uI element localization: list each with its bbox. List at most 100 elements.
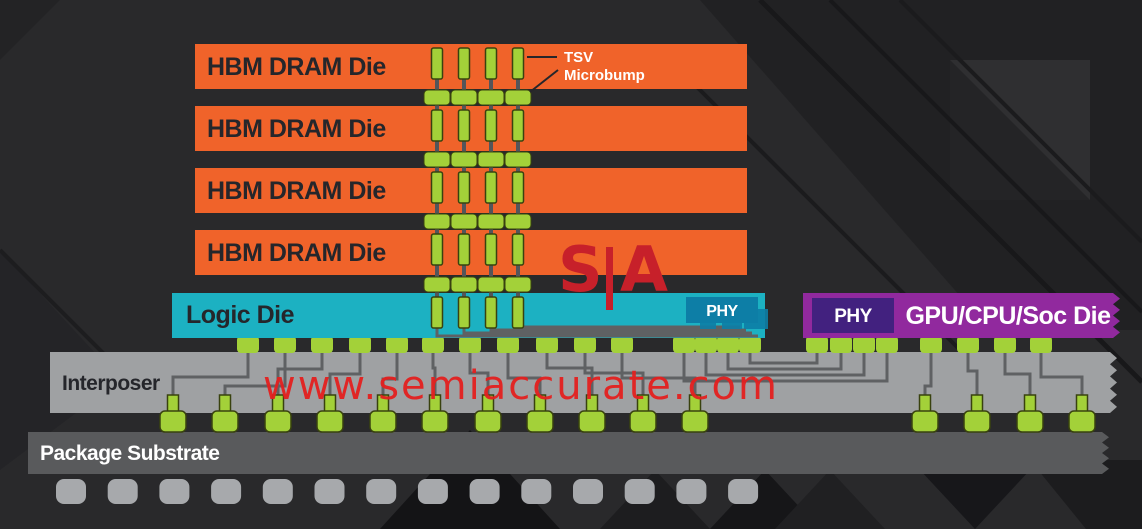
microbump <box>450 151 478 168</box>
phy-bus-route <box>748 348 819 365</box>
phy-bus-route <box>704 348 866 377</box>
bottom-bump <box>474 410 502 433</box>
bottom-via <box>1023 394 1037 413</box>
tsv-via <box>484 171 498 204</box>
top-microbump <box>574 336 596 353</box>
microbump <box>450 276 478 293</box>
tsv-via <box>511 296 525 329</box>
tsv-via <box>457 109 471 142</box>
bottom-bump <box>578 410 606 433</box>
bottom-bump <box>1068 410 1096 433</box>
tsv-via <box>484 233 498 266</box>
bottom-via <box>218 394 232 413</box>
bottom-bump <box>911 410 939 433</box>
microbump <box>504 151 532 168</box>
interposer-route <box>583 350 645 404</box>
tsv-via <box>484 109 498 142</box>
bga-ball <box>366 479 397 504</box>
phy-bus-route <box>682 348 889 383</box>
sa-logo: S A <box>558 233 668 310</box>
top-microbump <box>536 336 558 353</box>
interposer-route <box>620 350 697 404</box>
microbump <box>450 213 478 230</box>
tsv-via <box>430 296 444 329</box>
interposer-route <box>506 350 542 404</box>
microbump <box>504 89 532 106</box>
top-microbump <box>957 336 979 353</box>
bga-ball <box>211 479 242 504</box>
bottom-via <box>918 394 932 413</box>
hbm-die-label: HBM DRAM Die <box>207 177 386 205</box>
bottom-via <box>1075 394 1089 413</box>
top-microbump <box>311 336 333 353</box>
bga-ball <box>676 479 707 504</box>
bottom-bump <box>159 410 187 433</box>
top-microbump <box>853 336 875 353</box>
bottom-bump <box>1016 410 1044 433</box>
interposer-route <box>468 350 490 404</box>
top-microbump <box>717 336 739 353</box>
microbump <box>423 276 451 293</box>
top-microbump <box>673 336 695 353</box>
interposer-route <box>276 350 324 404</box>
top-microbump <box>920 336 942 353</box>
phy-step <box>700 320 716 329</box>
interposer-label: Interposer <box>62 372 160 395</box>
bga-ball <box>624 479 655 504</box>
tsv-via <box>511 171 525 204</box>
interposer-route <box>1039 350 1084 404</box>
microbump <box>423 89 451 106</box>
top-microbump <box>876 336 898 353</box>
hbm-die-3 <box>195 168 747 213</box>
top-microbump <box>1030 336 1052 353</box>
tsv-via <box>457 171 471 204</box>
tsv-via <box>511 109 525 142</box>
bga-ball <box>56 479 86 504</box>
top-microbump <box>611 336 633 353</box>
top-microbump <box>349 336 371 353</box>
hbm-die-1 <box>195 44 747 89</box>
bottom-bump <box>681 410 709 433</box>
bottom-bump <box>629 410 657 433</box>
callout-leader-line <box>529 69 559 93</box>
interposer-route <box>171 350 250 404</box>
interposer-route <box>431 350 437 404</box>
tsv-via <box>430 171 444 204</box>
interposer-route <box>1003 350 1032 404</box>
bga-ball <box>521 479 552 504</box>
top-microbump <box>806 336 828 353</box>
watermark-text: www.semiaccurate.com <box>263 363 779 409</box>
top-microbump <box>459 336 481 353</box>
tsv-via <box>430 47 444 80</box>
hbm-die-label: HBM DRAM Die <box>207 239 386 267</box>
bottom-bump <box>369 410 397 433</box>
bottom-bump <box>316 410 344 433</box>
bga-ball <box>262 479 293 504</box>
tsv-via <box>511 47 525 80</box>
logic-die-label: Logic Die <box>186 301 295 329</box>
callout-group: TSV Microbump <box>527 49 645 93</box>
top-microbump <box>695 336 717 353</box>
top-microbump <box>237 336 259 353</box>
bga-ball <box>728 479 759 504</box>
bga-ball <box>107 479 138 504</box>
microbump <box>450 89 478 106</box>
bga-ball <box>159 479 190 504</box>
tsv-callout-label: TSV <box>564 49 593 66</box>
logic-phy-box <box>686 297 758 323</box>
interposer-route <box>966 350 979 404</box>
sa-logo-bar <box>606 247 613 310</box>
gpu-die-group: PHY GPU/CPU/Soc Die <box>803 293 1120 338</box>
microbump-callout-label: Microbump <box>564 67 645 84</box>
bga-ball <box>417 479 448 504</box>
interposer-route <box>381 350 399 404</box>
bottom-via <box>166 394 180 413</box>
microbump <box>423 213 451 230</box>
bottom-bump <box>264 410 292 433</box>
bottom-bump <box>421 410 449 433</box>
logic-phy-label: PHY <box>706 303 738 320</box>
bottom-bump <box>963 410 991 433</box>
gpu-die-label: GPU/CPU/Soc Die <box>905 302 1111 330</box>
microbump <box>477 276 505 293</box>
